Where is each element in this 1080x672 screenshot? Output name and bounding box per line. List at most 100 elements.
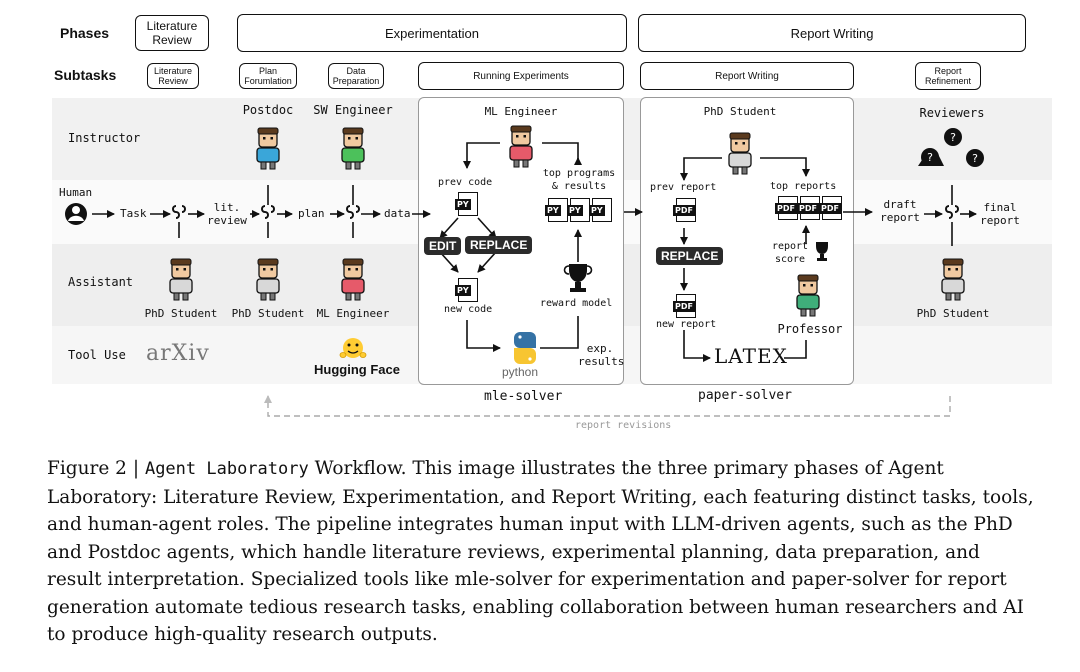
score-trophy-icon [816, 242, 828, 261]
top-program-file-tag-1: PY [545, 205, 561, 216]
python-label: python [502, 365, 539, 379]
phd-student-2-figure [256, 258, 280, 301]
subtask-report-refinement-label: Report Refinement [924, 66, 972, 86]
subtask-running-experiments: Running Experiments [418, 62, 624, 90]
top-program-file-tag-3: PY [589, 205, 605, 216]
postdoc-label: Postdoc [242, 103, 294, 117]
top-report-file-tag-1: PDF [775, 203, 797, 214]
new-code-label: new code [444, 304, 493, 315]
sw-engineer-figure [341, 127, 365, 170]
hugging-face-icon [339, 338, 367, 358]
data-label: data [384, 207, 411, 220]
subtask-report-refinement: Report Refinement [915, 62, 981, 90]
new-report-file-tag: PDF [673, 301, 695, 312]
top-program-file-tag-2: PY [567, 205, 583, 216]
top-reports-label: top reports [770, 181, 837, 192]
top-program-file-icon-2: PY [567, 198, 590, 222]
subtask-literature-review-label: Literature Review [153, 66, 193, 86]
ml-engineer-top-label: ML Engineer [484, 105, 558, 118]
spindle-icon-4 [945, 205, 959, 219]
task-label: Task [120, 207, 147, 220]
figure-caption: Figure 2 | Agent Laboratory Workflow. Th… [47, 455, 1037, 649]
human-icon [65, 203, 87, 225]
report-revisions-label: report revisions [575, 420, 672, 431]
professor-label: Professor [777, 322, 843, 336]
row-label-instructor: Instructor [68, 131, 141, 145]
latex-logo: LATEX [714, 344, 788, 368]
phd-student-top-figure [728, 132, 752, 175]
prev-code-label: prev code [438, 177, 493, 188]
prev-report-label: prev report [650, 182, 717, 193]
caption-text: Workflow. This image illustrates the thr… [47, 458, 1034, 645]
subtask-report-writing-label: Report Writing [715, 70, 779, 82]
top-report-file-tag-2: PDF [797, 203, 819, 214]
phase-experimentation-label: Experimentation [385, 25, 479, 41]
reviewers-icon: ? ? ? [918, 128, 984, 167]
row-label-human: Human [59, 186, 93, 199]
replace-badge-mle: REPLACE [465, 236, 533, 254]
python-logo-icon [514, 332, 536, 364]
phases-label: Phases [60, 25, 110, 41]
final-report-label: final report [980, 201, 1020, 227]
top-report-file-tag-3: PDF [819, 203, 841, 214]
svg-text:?: ? [927, 151, 933, 164]
top-report-file-icon-2: PDF [797, 196, 820, 220]
phase-literature-review: Literature Review [135, 15, 209, 51]
top-programs-label: top programs & results [542, 168, 616, 192]
phd-student-2-label: PhD Student [231, 307, 305, 320]
new-report-file-icon: PDF [673, 294, 696, 318]
subtask-data-preparation-label: Data Preparation [332, 66, 380, 86]
subtask-plan-formulation: Plan Forumlation [239, 63, 297, 89]
draft-report-label: draft report [880, 198, 920, 224]
ml-engineer-bottom-label: ML Engineer [316, 307, 390, 320]
row-label-tool-use: Tool Use [68, 348, 126, 362]
top-report-file-icon-1: PDF [775, 196, 798, 220]
new-code-file-icon: PY [455, 278, 478, 302]
top-program-file-icon-1: PY [545, 198, 568, 222]
mle-solver-label: mle-solver [484, 389, 563, 404]
prev-code-file-tag: PY [455, 199, 471, 210]
caption-prefix: Figure 2 | [47, 458, 145, 479]
top-report-file-icon-3: PDF [819, 196, 842, 220]
ml-engineer-top-figure [509, 125, 533, 168]
reward-model-label: reward model [540, 298, 613, 309]
subtask-running-experiments-label: Running Experiments [473, 70, 569, 82]
row-label-assistant: Assistant [68, 275, 134, 289]
new-report-label: new report [656, 319, 717, 330]
new-code-file-tag: PY [455, 285, 471, 296]
phd-student-top-label: PhD Student [703, 105, 777, 118]
phd-student-right-label: PhD Student [916, 307, 990, 320]
spindle-icon-1 [172, 205, 186, 219]
phase-report-writing-label: Report Writing [790, 25, 874, 41]
report-revisions-loop [264, 395, 951, 417]
subtasks-label: Subtasks [54, 67, 117, 83]
arxiv-logo: arXiv [146, 341, 210, 366]
prev-report-file-icon: PDF [673, 198, 696, 222]
svg-text:?: ? [950, 131, 956, 144]
prev-code-file-icon: PY [455, 192, 478, 216]
phd-student-1-label: PhD Student [144, 307, 218, 320]
phd-student-right-figure [941, 258, 965, 301]
phase-literature-review-label: Literature Review [146, 19, 198, 47]
spindle-icon-3 [346, 205, 360, 219]
phase-experimentation: Experimentation [237, 14, 627, 52]
replace-badge-paper: REPLACE [656, 247, 724, 265]
top-program-file-icon-3: PY [589, 198, 612, 222]
spindle-icon-2 [261, 205, 275, 219]
svg-text:?: ? [972, 152, 978, 165]
subtask-data-preparation: Data Preparation [328, 63, 384, 89]
subtask-literature-review: Literature Review [147, 63, 199, 89]
ml-engineer-bottom-figure [341, 258, 365, 301]
reviewers-label: Reviewers [919, 106, 985, 120]
phase-report-writing: Report Writing [638, 14, 1026, 52]
reward-trophy-icon [563, 264, 593, 292]
plan-label: plan [298, 207, 325, 220]
postdoc-figure [256, 127, 280, 170]
professor-figure [796, 274, 820, 317]
edit-badge: EDIT [424, 237, 462, 255]
subtask-report-writing: Report Writing [640, 62, 854, 90]
lit-review-label: lit. review [207, 201, 247, 227]
caption-code: Agent Laboratory [144, 459, 309, 479]
exp-results-label: exp. results [578, 342, 625, 368]
hugging-face-label: Hugging Face [314, 362, 400, 377]
